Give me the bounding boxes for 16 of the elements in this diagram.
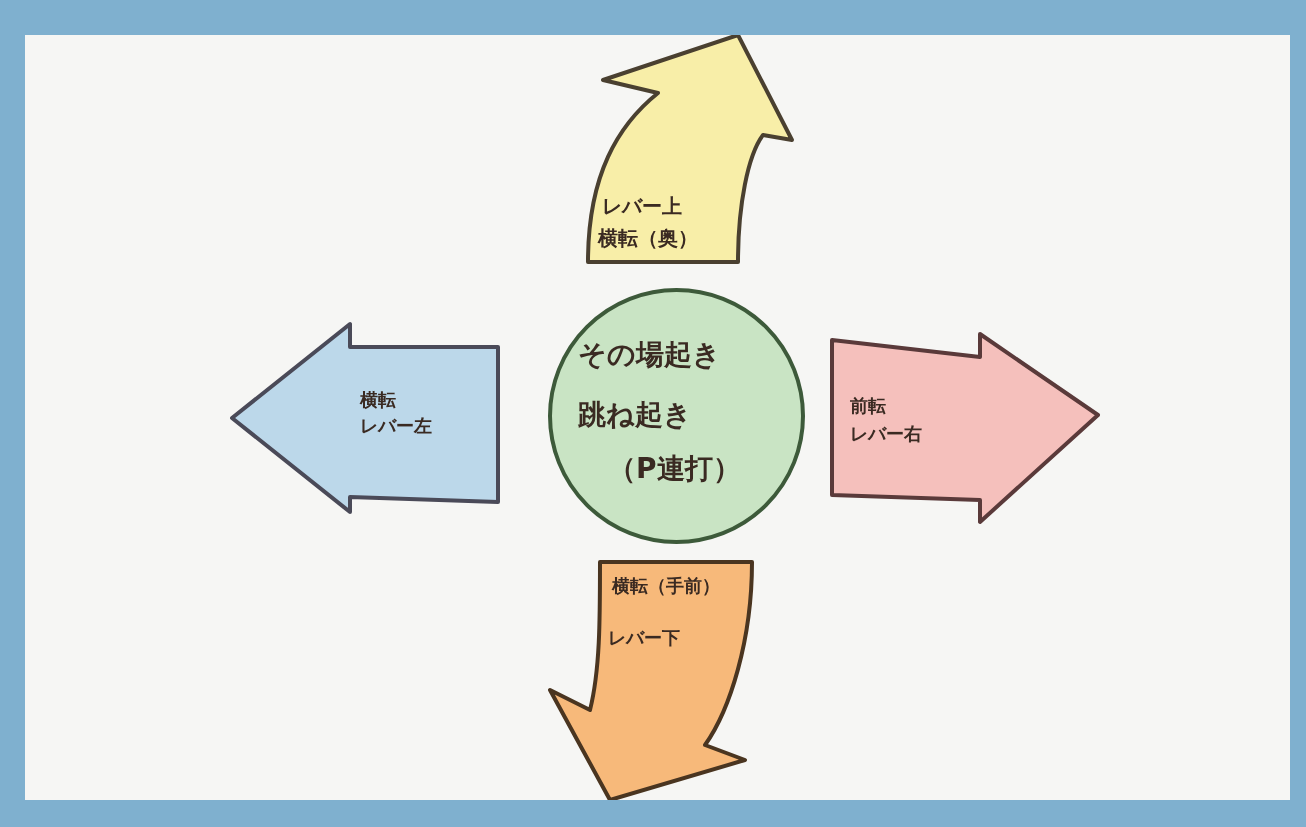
- center-circle: [548, 288, 805, 544]
- arrow-shape: [230, 322, 500, 512]
- shape-label: 横転: [360, 388, 396, 412]
- shape-label: レバー左: [360, 414, 432, 438]
- shape-label: レバー右: [850, 422, 922, 446]
- curved-arrow: [550, 560, 752, 800]
- shape-label: その場起き: [578, 337, 721, 373]
- shape-label: 横転（手前）: [612, 574, 720, 598]
- shape-label: レバー上: [602, 193, 682, 220]
- shape-label: 横転（奥）: [598, 225, 698, 252]
- shape-label: （P連打）: [608, 451, 741, 487]
- shape-label: レバー下: [608, 626, 680, 650]
- shape-label: 跳ね起き: [578, 397, 692, 433]
- shape-label: 前転: [850, 394, 886, 418]
- curved-arrow: [588, 35, 792, 265]
- arrow-shape: [830, 332, 1100, 522]
